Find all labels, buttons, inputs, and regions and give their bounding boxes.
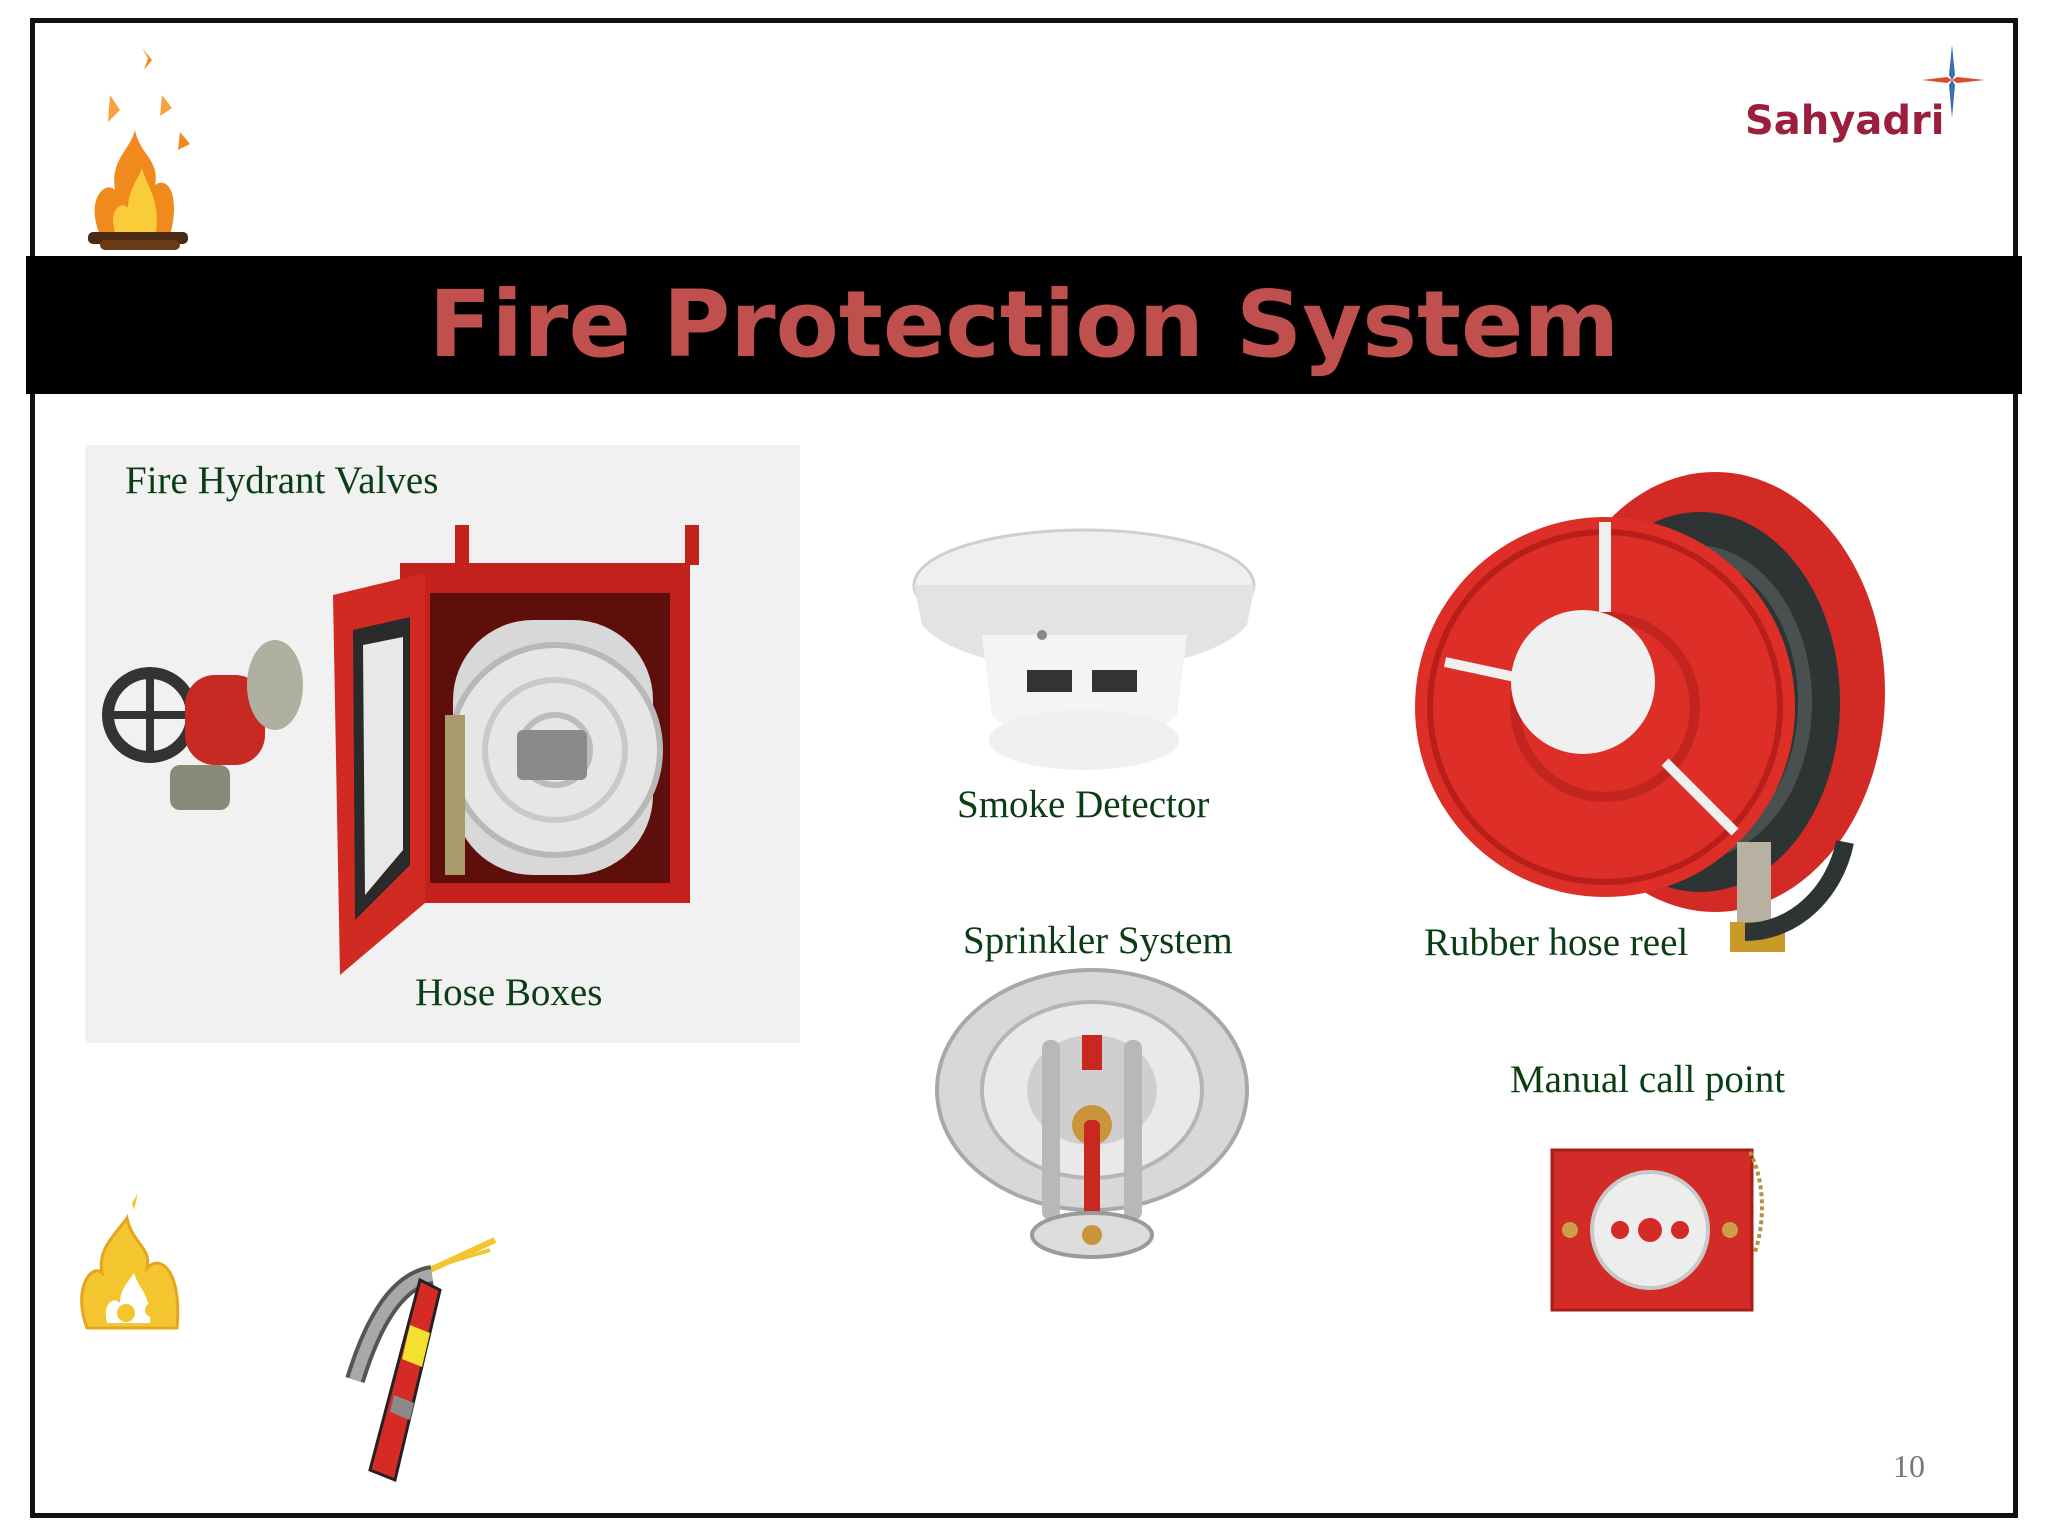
label-rubber-hose-reel: Rubber hose reel — [1424, 921, 1689, 964]
hydrant-hose-box-photo — [85, 445, 800, 1043]
smoke-detector-photo — [912, 528, 1256, 770]
campfire-icon — [88, 48, 190, 250]
label-manual-call-point: Manual call point — [1510, 1058, 1786, 1101]
flame-icon — [80, 1193, 180, 1330]
title-bar: Fire Protection System — [26, 256, 2022, 394]
fire-extinguisher-icon — [345, 1237, 497, 1483]
manual-call-point-photo — [1550, 1148, 1764, 1312]
label-sprinkler-system: Sprinkler System — [963, 919, 1233, 962]
slide-title: Fire Protection System — [428, 271, 1620, 378]
sahyadri-logo: Sahyadri — [1745, 40, 1995, 160]
plus-sparkle-icon — [1922, 45, 1985, 118]
sprinkler-photo — [935, 968, 1249, 1259]
label-fire-hydrant-valves: Fire Hydrant Valves — [125, 459, 439, 502]
label-smoke-detector: Smoke Detector — [957, 783, 1210, 826]
logo-text: Sahyadri — [1745, 98, 1945, 144]
hose-reel-photo — [1415, 472, 1885, 952]
page-number: 10 — [1893, 1448, 1925, 1484]
label-hose-boxes: Hose Boxes — [415, 971, 603, 1014]
